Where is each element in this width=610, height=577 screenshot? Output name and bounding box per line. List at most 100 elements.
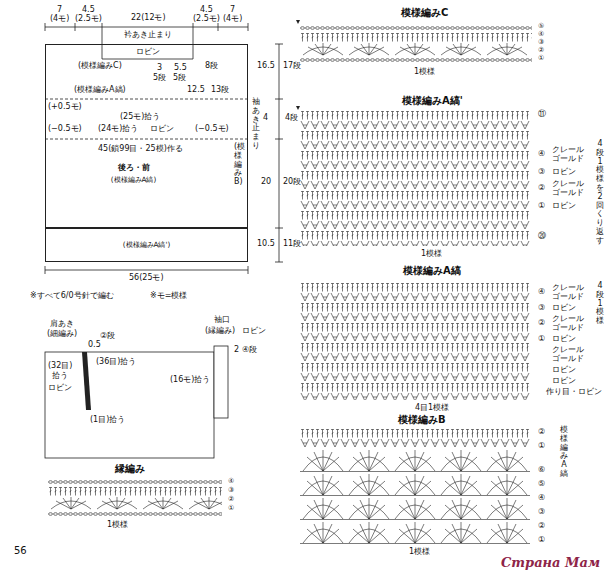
row-number: ③ bbox=[538, 304, 545, 312]
annotation-text: 肩あき bbox=[50, 320, 74, 328]
stitch-count: (16モ)拾う bbox=[170, 376, 210, 384]
stitch-count: (−0.5モ) bbox=[195, 125, 229, 133]
stitch-count: (32目) bbox=[48, 362, 72, 370]
row-number: ② bbox=[228, 496, 234, 503]
row-number: ④ bbox=[228, 478, 234, 485]
dimension-label: 0.5 bbox=[88, 341, 101, 349]
row-number: ① bbox=[538, 442, 545, 450]
row-number: ③ bbox=[538, 168, 545, 176]
dimension-label: 5段 bbox=[153, 74, 166, 82]
dimension-label: 20段 bbox=[283, 178, 301, 186]
row-number: ⑳ bbox=[538, 232, 546, 240]
color-label: ロビン bbox=[552, 304, 576, 312]
color-label: クレール ゴールド bbox=[552, 180, 586, 198]
chart-title: 模様編みA縞 bbox=[403, 266, 461, 276]
stitch-count: 1模様 bbox=[409, 548, 430, 556]
stitch-count: 拾う bbox=[52, 372, 68, 380]
row-number: ② bbox=[538, 47, 544, 54]
color-label: ロビン bbox=[552, 377, 576, 385]
chart-title: 模様編みB bbox=[398, 415, 446, 425]
color-label: ロビン bbox=[242, 327, 266, 335]
row-number: ④ bbox=[538, 288, 545, 296]
dimension-label: ④段 bbox=[242, 346, 257, 354]
dimension-label: 7 bbox=[230, 6, 235, 14]
color-label: ロビン bbox=[150, 125, 174, 133]
dimension-label: 56(25モ) bbox=[129, 274, 164, 282]
dimension-label: 20 bbox=[261, 178, 271, 186]
dimension-label: 10.5 bbox=[257, 240, 275, 248]
page-number: 56 bbox=[14, 546, 27, 556]
dimension-label: 16.5 bbox=[257, 62, 275, 70]
shape-text: (模様編みA縞') bbox=[46, 241, 247, 248]
row-number: ⑥ bbox=[538, 466, 545, 474]
row-number: ③ bbox=[538, 39, 544, 46]
color-label: ロビン bbox=[136, 48, 160, 56]
dimension-label: (4モ) bbox=[50, 15, 69, 23]
row-number: ③ bbox=[228, 487, 234, 494]
annotation-text: (模様編みB) bbox=[234, 143, 242, 187]
annotation-text: 衿あき止まり bbox=[124, 31, 172, 39]
stitch-count: (+0.5モ) bbox=[48, 103, 82, 111]
dimension-label: 22(12モ) bbox=[131, 14, 166, 22]
row-number: ⑤ bbox=[538, 480, 545, 488]
stitch-count: 1模様 bbox=[421, 250, 442, 258]
annotation-text: (細編み) bbox=[47, 330, 77, 338]
annotation-text: 4段1模様 bbox=[596, 282, 604, 326]
dimension-label: (2.5モ) bbox=[75, 15, 102, 23]
color-label: クレール ゴールド bbox=[552, 284, 586, 302]
stitch-count: (1目)拾う bbox=[90, 416, 125, 424]
dimension-label: (4モ) bbox=[223, 15, 242, 23]
dimension-label: 4 bbox=[263, 114, 268, 122]
stitch-count: 4目1模様 bbox=[415, 404, 449, 412]
body-panel: 後ろ・前 (模様編みA縞) bbox=[45, 44, 248, 228]
dimension-label: ②段 bbox=[100, 332, 115, 340]
row-number: ② bbox=[538, 428, 545, 436]
annotation-text: 4段1模様を2回くり返す bbox=[596, 140, 604, 246]
color-label: ロビン bbox=[552, 366, 576, 374]
note-text: ※モ=模様 bbox=[150, 292, 187, 300]
row-number: ① bbox=[538, 55, 544, 62]
dimension-label: 4.5 bbox=[82, 6, 95, 14]
row-number: ③ bbox=[538, 508, 545, 516]
row-number: ① bbox=[538, 536, 545, 544]
shape-text: 後ろ・前 bbox=[46, 163, 221, 171]
annotation-text: 模様編みA縞 bbox=[560, 426, 568, 479]
dimension-label: 5.5 bbox=[174, 64, 187, 72]
chart-title: 模様編みA縞' bbox=[402, 96, 463, 106]
row-number: ⑪ bbox=[538, 110, 546, 118]
dimension-label: 7 bbox=[57, 6, 62, 14]
shape-text: (模様編みA縞) bbox=[46, 176, 221, 183]
color-label: ロビン bbox=[552, 335, 576, 343]
annotation-text: (縁編み) bbox=[205, 327, 235, 335]
dimension-label: 4.5 bbox=[200, 6, 213, 14]
row-number: ② bbox=[538, 522, 545, 530]
row-number: ④ bbox=[538, 150, 545, 158]
color-label: クレール ゴールド bbox=[552, 146, 586, 164]
dimension-label: 5段 bbox=[173, 74, 186, 82]
watermark: Страна Мам bbox=[501, 556, 600, 569]
dimension-label: (2.5モ) bbox=[193, 15, 220, 23]
dimension-label: 3 bbox=[157, 64, 162, 72]
dimension-label: 4段 bbox=[285, 114, 298, 122]
row-number: ④ bbox=[538, 494, 545, 502]
dimension-label: 11段 bbox=[283, 240, 301, 248]
annotation-text: (模様編みC) bbox=[78, 62, 122, 70]
row-number: ④ bbox=[538, 31, 544, 38]
row-number: ⑤ bbox=[538, 23, 544, 30]
stitch-count: (24モ)拾う bbox=[98, 125, 138, 133]
color-label: ロビン bbox=[552, 168, 576, 176]
stitch-count: (36目)拾う bbox=[96, 358, 136, 366]
annotation-text: 袖口 bbox=[214, 316, 230, 324]
stitch-count: (−0.5モ) bbox=[48, 125, 82, 133]
dimension-label: 8段 bbox=[205, 62, 218, 70]
row-number: ① bbox=[538, 335, 545, 343]
dimension-label: 12.5 bbox=[187, 86, 205, 94]
color-label: クレール ゴールド bbox=[552, 315, 586, 333]
color-label: 作り目・ロビン bbox=[546, 388, 602, 396]
chart-title: 模様編みC bbox=[401, 8, 448, 18]
row-number: ① bbox=[538, 202, 545, 210]
color-label: ロビン bbox=[48, 384, 72, 392]
dimension-label: 2 bbox=[234, 346, 239, 354]
stitch-count: 45(鎖99目・25模)作る bbox=[98, 145, 183, 153]
